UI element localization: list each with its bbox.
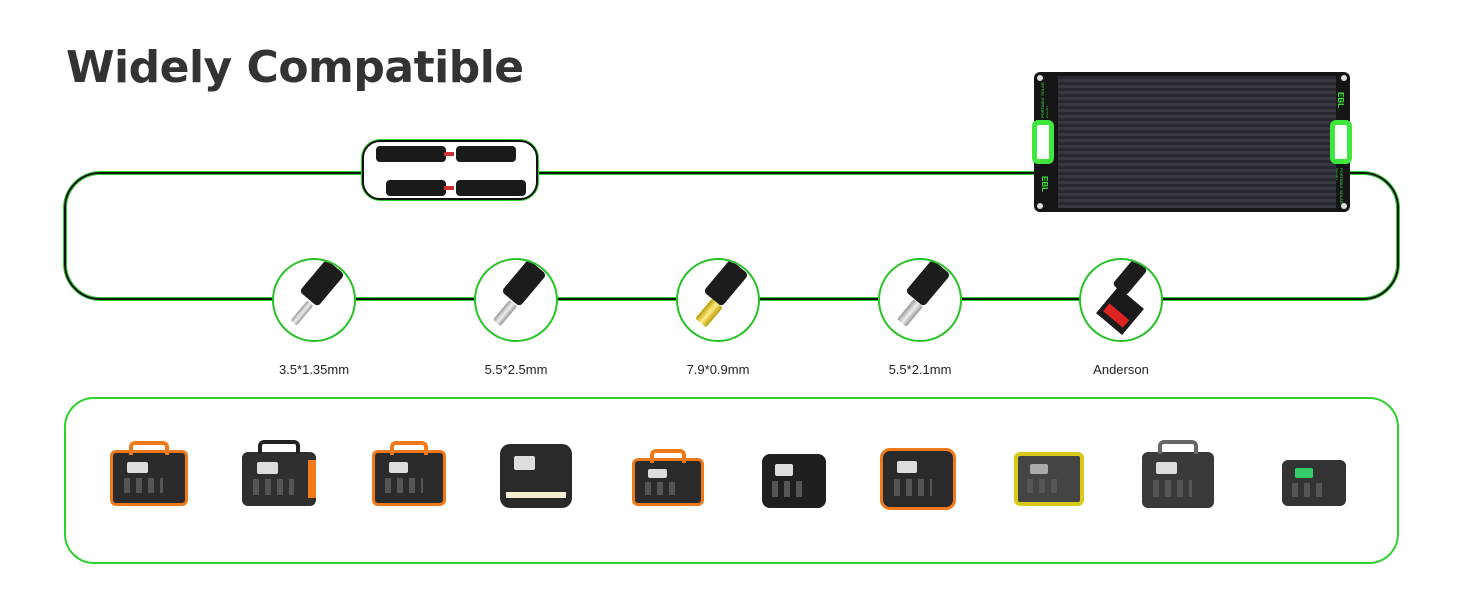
anderson-plug-icon [1079,258,1163,342]
connector-label: 3.5*1.35mm [278,362,350,377]
dc-plug-3.5x1.35-icon [272,258,356,342]
panel-side-text: PORTABLE SOLAR PANEL [1336,168,1344,204]
power-station-image [500,444,572,508]
power-station-image [1014,452,1084,506]
compatible-devices-panel [64,397,1399,564]
connector-label: Anderson [1093,362,1149,377]
power-station-image [242,440,316,506]
page-title: Widely Compatible [66,42,524,93]
dc-plug-5.5x2.1-icon [878,258,962,342]
power-station-image [880,448,956,510]
dc-plug-5.5x2.5-icon [474,258,558,342]
power-station-image [1282,460,1346,506]
mc4-female-icon [456,180,526,196]
mc4-male-icon [386,180,454,196]
dc-plug-7.9x0.9-icon [676,258,760,342]
brand-logo: EBL [1040,176,1049,192]
power-station-image [632,449,704,506]
connector-label: 5.5*2.5mm [484,362,548,377]
mc4-male-icon [376,146,454,162]
mc4-female-icon [456,146,516,162]
connector-label: 7.9*0.9mm [686,362,750,377]
connector-label: 5.5*2.1mm [888,362,952,377]
power-station-image [1142,440,1214,508]
mc4-connectors [362,140,538,200]
power-station-image [372,441,446,506]
solar-panel-image: PORTABLE SOLAR PANEL PORTABLE SOLAR PANE… [1032,72,1352,212]
power-station-image [110,441,188,506]
power-station-image [762,454,826,508]
panel-side-text: PORTABLE SOLAR PANEL [1040,82,1048,118]
brand-logo: EBL [1336,92,1345,108]
